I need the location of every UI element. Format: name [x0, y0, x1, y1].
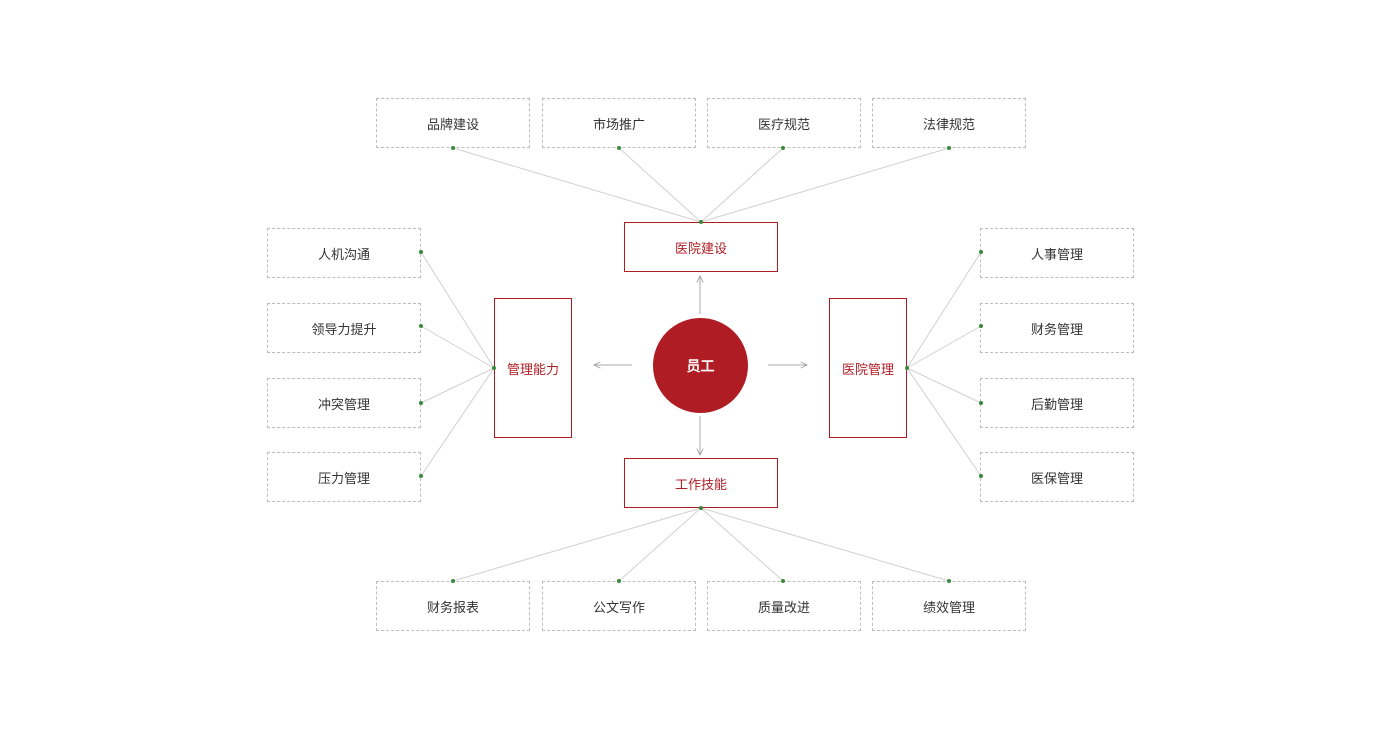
connector-dot — [979, 401, 983, 405]
connector-dot — [979, 250, 983, 254]
left-item[interactable]: 压力管理 — [267, 452, 421, 502]
bottom-item-label: 绩效管理 — [922, 600, 975, 616]
hub-right-label: 医院管理 — [841, 362, 894, 378]
hub-bottom-label: 工作技能 — [674, 477, 727, 493]
bottom-item[interactable]: 公文写作 — [542, 581, 696, 631]
bottom-item-label: 质量改进 — [757, 600, 810, 616]
left-item[interactable]: 人机沟通 — [267, 228, 421, 278]
top-item-label: 市场推广 — [592, 117, 645, 133]
connector-bottom-4 — [700, 507, 950, 582]
hub-bottom[interactable]: 工作技能 — [624, 458, 778, 508]
bottom-item-label: 公文写作 — [592, 600, 645, 616]
right-item-label: 后勤管理 — [1030, 397, 1083, 413]
left-item-label: 领导力提升 — [311, 322, 377, 338]
connector-dot — [419, 401, 423, 405]
bottom-item[interactable]: 绩效管理 — [872, 581, 1026, 631]
connector-dot — [699, 506, 703, 510]
connector-dot — [419, 250, 423, 254]
connector-right-4 — [906, 367, 982, 477]
right-item-label: 财务管理 — [1030, 322, 1083, 338]
connector-dot — [979, 474, 983, 478]
top-item-label: 法律规范 — [922, 117, 975, 133]
connector-dot — [419, 324, 423, 328]
left-item-label: 压力管理 — [317, 471, 370, 487]
bottom-item[interactable]: 财务报表 — [376, 581, 530, 631]
connector-dot — [979, 324, 983, 328]
connector-right-3 — [906, 367, 982, 404]
connector-dot — [781, 579, 785, 583]
left-item-label: 人机沟通 — [317, 247, 370, 263]
top-item[interactable]: 品牌建设 — [376, 98, 530, 148]
right-item-label: 医保管理 — [1030, 471, 1083, 487]
connector-top-2 — [618, 147, 702, 223]
connector-top-1 — [452, 147, 702, 223]
hub-right[interactable]: 医院管理 — [829, 298, 907, 438]
bottom-item[interactable]: 质量改进 — [707, 581, 861, 631]
right-item-label: 人事管理 — [1030, 247, 1083, 263]
connector-dot — [617, 146, 621, 150]
connector-dot — [947, 146, 951, 150]
connector-bottom-1 — [452, 507, 702, 582]
hub-left[interactable]: 管理能力 — [494, 298, 572, 438]
top-item[interactable]: 医疗规范 — [707, 98, 861, 148]
center-label: 员工 — [686, 358, 715, 375]
connector-dot — [699, 220, 703, 224]
left-item-label: 冲突管理 — [317, 397, 370, 413]
connector-dot — [617, 579, 621, 583]
top-item[interactable]: 市场推广 — [542, 98, 696, 148]
right-item[interactable]: 医保管理 — [980, 452, 1134, 502]
right-item[interactable]: 后勤管理 — [980, 378, 1134, 428]
connector-dot — [947, 579, 951, 583]
connector-dot — [905, 366, 909, 370]
connector-bottom-3 — [700, 507, 784, 582]
connector-dot — [451, 579, 455, 583]
connector-top-3 — [700, 147, 784, 223]
left-item[interactable]: 冲突管理 — [267, 378, 421, 428]
connector-top-4 — [700, 147, 950, 223]
hub-top[interactable]: 医院建设 — [624, 222, 778, 272]
connector-left-1 — [420, 251, 495, 369]
connector-right-2 — [906, 325, 982, 369]
connector-dot — [419, 474, 423, 478]
connector-bottom-2 — [618, 507, 702, 582]
connector-left-3 — [420, 367, 495, 404]
top-item[interactable]: 法律规范 — [872, 98, 1026, 148]
hub-top-label: 医院建设 — [674, 241, 727, 257]
right-item[interactable]: 财务管理 — [980, 303, 1134, 353]
connector-left-2 — [420, 325, 495, 369]
connector-dot — [492, 366, 496, 370]
center-node[interactable]: 员工 — [653, 318, 748, 413]
connector-dot — [451, 146, 455, 150]
connector-right-1 — [906, 251, 982, 369]
connector-left-4 — [420, 367, 495, 477]
hub-left-label: 管理能力 — [506, 362, 559, 378]
top-item-label: 品牌建设 — [426, 117, 479, 133]
connector-dot — [781, 146, 785, 150]
right-item[interactable]: 人事管理 — [980, 228, 1134, 278]
bottom-item-label: 财务报表 — [426, 600, 479, 616]
left-item[interactable]: 领导力提升 — [267, 303, 421, 353]
top-item-label: 医疗规范 — [757, 117, 810, 133]
